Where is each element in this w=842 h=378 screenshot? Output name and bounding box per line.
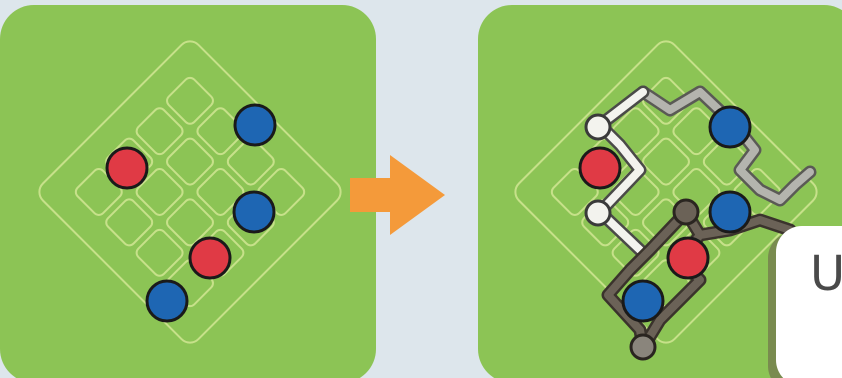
transition-arrow xyxy=(350,155,445,235)
path-node-white-1[interactable] xyxy=(584,113,612,141)
left-grid-cell[interactable] xyxy=(165,75,216,126)
right-blue-piece-3[interactable] xyxy=(621,279,665,323)
overlay-card xyxy=(768,226,842,378)
path-node-dark-2[interactable] xyxy=(629,333,657,361)
left-grid-cell[interactable] xyxy=(165,197,216,248)
left-grid-cell[interactable] xyxy=(165,136,216,187)
left-grid-cell[interactable] xyxy=(195,106,246,157)
left-grid-cell[interactable] xyxy=(134,167,185,218)
right-red-piece-2[interactable] xyxy=(666,236,710,280)
right-red-piece-1[interactable] xyxy=(578,146,622,190)
right-blue-piece-1[interactable] xyxy=(708,105,752,149)
left-grid-cell[interactable] xyxy=(104,197,155,248)
left-red-piece-1[interactable] xyxy=(105,146,149,190)
right-blue-piece-2[interactable] xyxy=(708,190,752,234)
arrow-right-icon xyxy=(350,155,445,235)
path-gray-inner xyxy=(639,88,814,204)
right-grid-cell[interactable] xyxy=(641,136,692,187)
right-grid-cell[interactable] xyxy=(641,75,692,126)
left-grid-cell[interactable] xyxy=(195,167,246,218)
left-blue-piece-1[interactable] xyxy=(233,103,277,147)
right-board-tile xyxy=(478,5,842,378)
path-node-dark-1[interactable] xyxy=(672,198,700,226)
right-board xyxy=(478,5,842,378)
path-node-white-2[interactable] xyxy=(584,199,612,227)
left-blue-piece-3[interactable] xyxy=(145,279,189,323)
right-grid-cell[interactable] xyxy=(671,106,722,157)
left-red-piece-2[interactable] xyxy=(188,236,232,280)
left-grid-cell[interactable] xyxy=(225,136,276,187)
left-grid-cell[interactable] xyxy=(134,227,185,278)
left-board-tile xyxy=(0,5,376,378)
card-glyph: U xyxy=(810,246,842,302)
overlay-card-body xyxy=(776,226,842,378)
left-grid-cell[interactable] xyxy=(134,106,185,157)
left-board xyxy=(0,5,376,378)
left-blue-piece-2[interactable] xyxy=(232,190,276,234)
